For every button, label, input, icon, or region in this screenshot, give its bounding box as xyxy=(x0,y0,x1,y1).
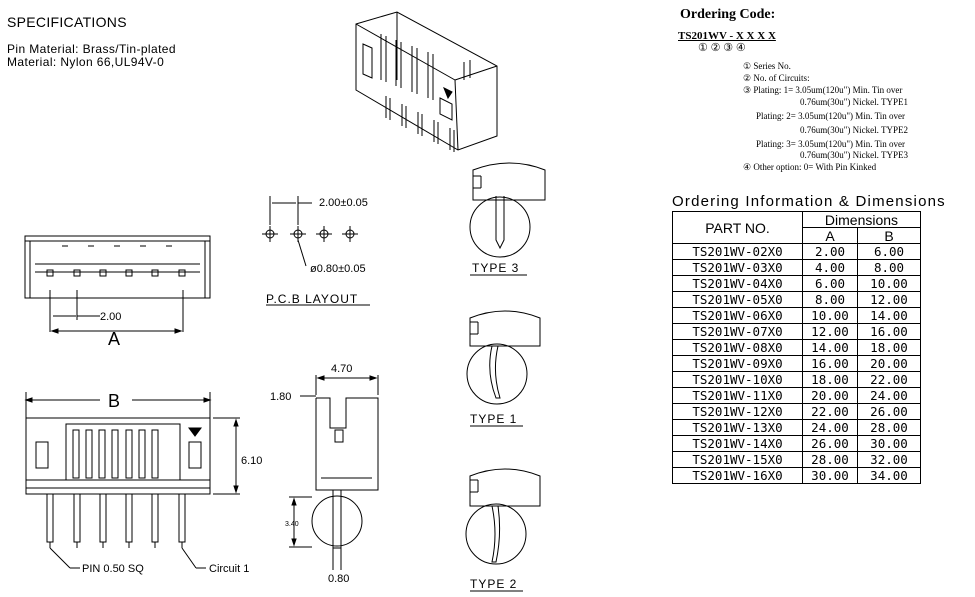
pin-height-label: 3.40 xyxy=(285,521,299,528)
dim-a-cell: 14.00 xyxy=(802,339,858,356)
pitch-label: 2.00±0.05 xyxy=(319,197,368,209)
specifications-title: SPECIFICATIONS xyxy=(7,14,127,30)
dim-b-cell: 24.00 xyxy=(857,387,921,404)
note-plating-3-nickel: 0.76um(30u") Nickel. TYPE3 xyxy=(800,150,908,160)
dim-b-cell: 14.00 xyxy=(857,307,921,324)
dim-b-cell: 32.00 xyxy=(857,451,921,468)
dim-b-cell: 8.00 xyxy=(857,259,921,276)
part-no-cell: TS201WV-03X0 xyxy=(672,259,803,276)
pcb-layout-label: P.C.B LAYOUT xyxy=(266,292,358,306)
dim-b-cell: 30.00 xyxy=(857,435,921,452)
hole-diameter-label: ø0.80±0.05 xyxy=(310,263,366,275)
dim-b-cell: 20.00 xyxy=(857,355,921,372)
type-1-detail xyxy=(466,310,541,427)
dimension-a-label: A xyxy=(108,329,120,349)
dimension-b-label: B xyxy=(108,391,120,411)
pcb-layout xyxy=(262,196,370,306)
part-no-cell: TS201WV-12X0 xyxy=(672,403,803,420)
note-plating-3: Plating: 3= 3.05um(120u") Min. Tin over xyxy=(756,139,906,149)
part-no-cell: TS201WV-11X0 xyxy=(672,387,803,404)
part-no-cell: TS201WV-05X0 xyxy=(672,291,803,308)
dim-b-cell: 28.00 xyxy=(857,419,921,436)
front-view xyxy=(24,392,240,569)
depth-label: 4.70 xyxy=(331,363,352,375)
note-other-option: ④ Other option: 0= With Pin Kinked xyxy=(743,162,877,172)
ordering-code-positions: ① ② ③ ④ xyxy=(698,42,746,54)
type-1-label: TYPE 1 xyxy=(470,412,517,426)
dim-a-cell: 4.00 xyxy=(802,259,858,276)
type-3-detail xyxy=(469,162,546,276)
pin-material-text: Pin Material: Brass/Tin-plated xyxy=(7,42,176,56)
note-circuits: ② No. of Circuits: xyxy=(743,73,810,83)
material-text: Material: Nylon 66,UL94V-0 xyxy=(7,55,165,69)
dim-a-cell: 30.00 xyxy=(802,467,858,484)
dim-b-cell: 10.00 xyxy=(857,275,921,292)
type-3-label: TYPE 3 xyxy=(472,261,519,275)
type-2-detail xyxy=(465,468,541,592)
circuit-1-label: Circuit 1 xyxy=(209,563,249,575)
pin-width-label: 0.80 xyxy=(328,573,349,585)
height-label: 6.10 xyxy=(241,455,262,467)
part-no-cell: TS201WV-08X0 xyxy=(672,339,803,356)
pin-size-label: PIN 0.50 SQ xyxy=(82,563,144,575)
note-plating-2-nickel: 0.76um(30u") Nickel. TYPE2 xyxy=(800,125,908,135)
note-series: ① Series No. xyxy=(743,61,791,71)
wall-label: 1.80 xyxy=(270,391,291,403)
dim-a-cell: 26.00 xyxy=(802,435,858,452)
note-plating-1-nickel: 0.76um(30u") Nickel. TYPE1 xyxy=(800,97,908,107)
top-view xyxy=(24,235,211,334)
ordering-info-title: Ordering Information & Dimensions xyxy=(672,193,946,210)
isometric-connector-view xyxy=(355,11,498,152)
ordering-code-title: Ordering Code: xyxy=(680,7,776,22)
note-plating-2: Plating: 2= 3.05um(120u") Min. Tin over xyxy=(756,111,906,121)
top-pitch-label: 2.00 xyxy=(100,311,121,323)
table-subheader-row: A B xyxy=(673,227,921,244)
dim-b-cell: 26.00 xyxy=(857,403,921,420)
part-no-cell: TS201WV-02X0 xyxy=(672,243,803,260)
ordering-code: TS201WV - X X X X xyxy=(678,30,776,42)
part-no-cell: TS201WV-16X0 xyxy=(672,467,803,484)
side-view xyxy=(289,375,379,570)
note-plating-1: ③ Plating: 1= 3.05um(120u") Min. Tin ove… xyxy=(743,85,903,95)
dim-b-cell: 34.00 xyxy=(857,467,921,484)
type-2-label: TYPE 2 xyxy=(470,577,517,591)
dim-a-cell: 2.00 xyxy=(802,243,858,260)
